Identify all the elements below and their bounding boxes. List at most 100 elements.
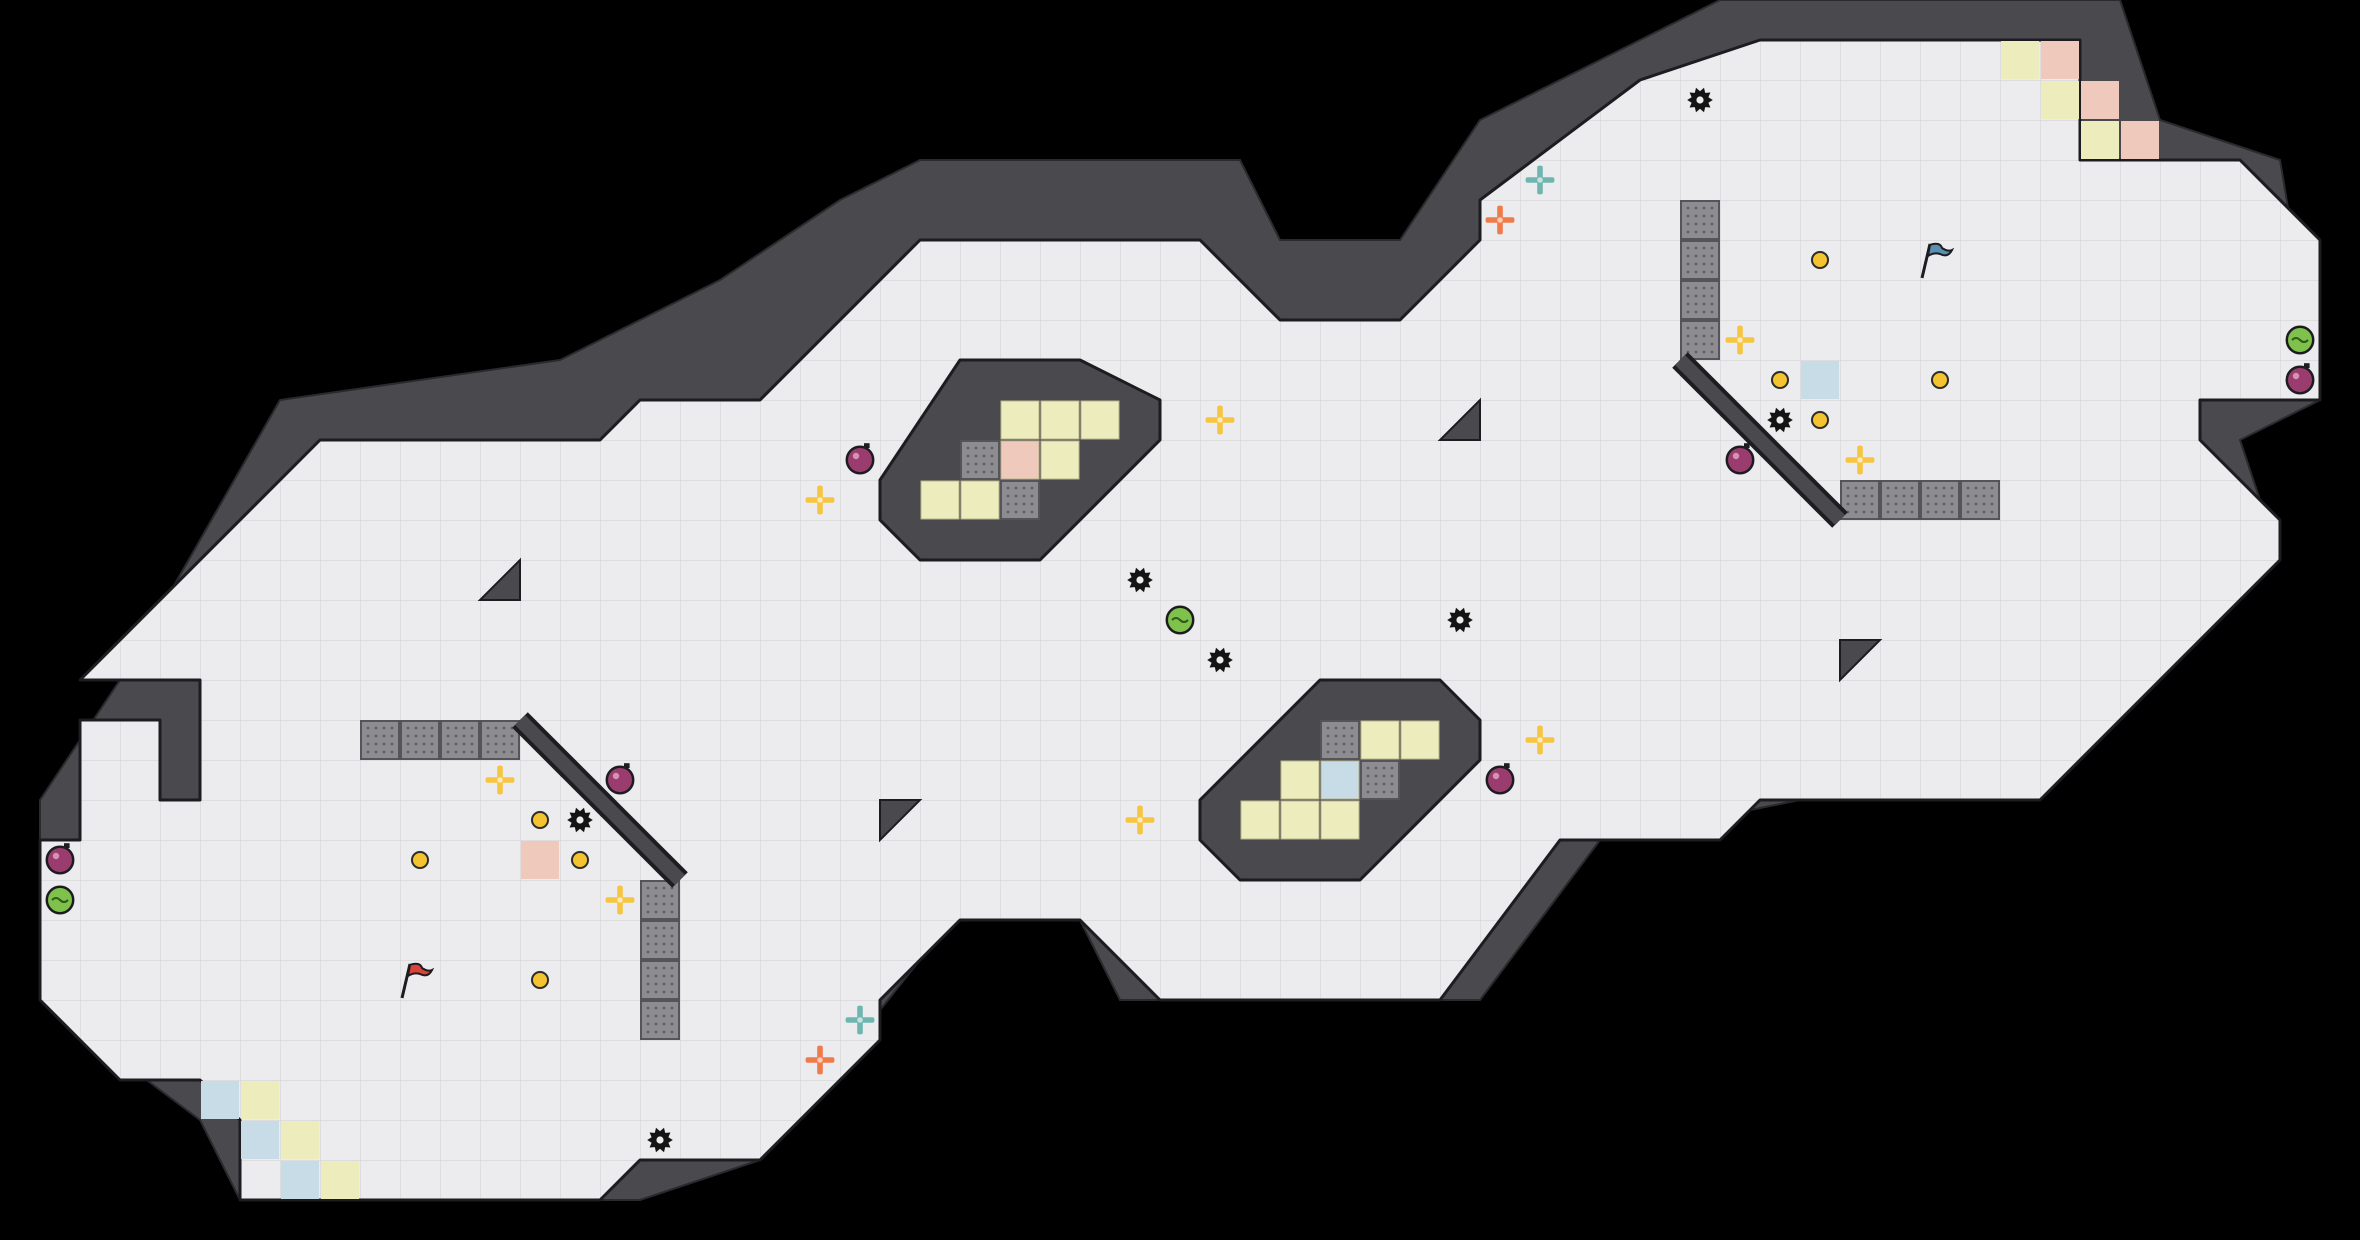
metal-rivet [966,462,970,466]
metal-rivet [1694,334,1698,338]
metal-block [440,720,480,760]
metal-rivet [646,982,650,986]
metal-rivet [486,726,490,730]
metal-rivet [1926,494,1930,498]
metal-rivet [670,942,674,946]
metal-rivet [1934,510,1938,514]
metal-rivet [662,950,666,954]
saw-hazard [1447,607,1473,633]
metal-rivet [1694,230,1698,234]
metal-block [360,720,400,760]
plus-pickup-orange [805,1045,835,1075]
metal-rivet [1894,486,1898,490]
metal-rivet [1902,510,1906,514]
metal-rivet [382,734,386,738]
plus-pickup-teal [845,1005,875,1035]
metal-rivet [1894,502,1898,506]
metal-rivet [662,990,666,994]
metal-rivet [390,750,394,754]
metal-rivet [662,982,666,986]
metal-block [1960,480,2000,520]
metal-rivet [1694,270,1698,274]
metal-rivet [662,934,666,938]
coin [411,851,429,869]
metal-rivet [1694,286,1698,290]
metal-rivet [1854,502,1858,506]
yellow-tile [1360,720,1400,760]
metal-block [1360,760,1400,800]
metal-rivet [1702,310,1706,314]
metal-rivet [1702,342,1706,346]
metal-rivet [366,742,370,746]
metal-rivet [1870,494,1874,498]
metal-rivet [1702,246,1706,250]
metal-rivet [654,1022,658,1026]
metal-rivet [1926,502,1930,506]
flag-blue-goal [1920,242,1955,279]
plus-pickup-yellow [1525,725,1555,755]
saw-hazard [567,807,593,833]
metal-rivet [1342,742,1346,746]
metal-rivet [1710,214,1714,218]
metal-rivet [654,950,658,954]
metal-rivet [454,750,458,754]
metal-rivet [974,446,978,450]
metal-rivet [1350,734,1354,738]
metal-rivet [670,1022,674,1026]
metal-rivet [470,742,474,746]
metal-rivet [982,446,986,450]
metal-rivet [1342,734,1346,738]
metal-rivet [1694,214,1698,218]
metal-rivet [1702,254,1706,258]
metal-rivet [662,902,666,906]
metal-rivet [1950,486,1954,490]
metal-rivet [1694,350,1698,354]
potion-purple [845,443,875,475]
metal-rivet [1326,742,1330,746]
metal-rivet [1710,294,1714,298]
metal-rivet [1326,750,1330,754]
plus-pickup-yellow [1125,805,1155,835]
metal-rivet [654,1014,658,1018]
metal-rivet [646,926,650,930]
metal-rivet [990,470,994,474]
metal-rivet [502,726,506,730]
metal-rivet [1702,334,1706,338]
metal-block [400,720,440,760]
metal-rivet [1710,246,1714,250]
metal-rivet [1966,510,1970,514]
metal-rivet [646,950,650,954]
metal-rivet [1686,302,1690,306]
metal-rivet [1846,494,1850,498]
metal-rivet [486,750,490,754]
metal-rivet [1902,494,1906,498]
potion-green [45,885,75,915]
pink-tile [521,841,559,879]
metal-rivet [1982,486,1986,490]
potion-green [2285,325,2315,355]
metal-rivet [1886,486,1890,490]
plus-pickup-yellow [485,765,515,795]
metal-block [640,960,680,1000]
metal-rivet [646,910,650,914]
metal-rivet [1694,342,1698,346]
metal-rivet [462,750,466,754]
metal-rivet [374,734,378,738]
metal-rivet [1886,494,1890,498]
pink-tile [2121,121,2159,159]
metal-rivet [446,726,450,730]
metal-rivet [1686,310,1690,314]
metal-rivet [1982,510,1986,514]
yellow-tile [1000,400,1040,440]
metal-rivet [454,726,458,730]
plus-pickup-teal [1525,165,1555,195]
metal-rivet [670,966,674,970]
metal-rivet [406,742,410,746]
coin [1811,411,1829,429]
metal-rivet [646,942,650,946]
metal-rivet [1846,510,1850,514]
metal-rivet [654,974,658,978]
metal-rivet [1390,766,1394,770]
metal-rivet [1694,206,1698,210]
metal-rivet [654,894,658,898]
